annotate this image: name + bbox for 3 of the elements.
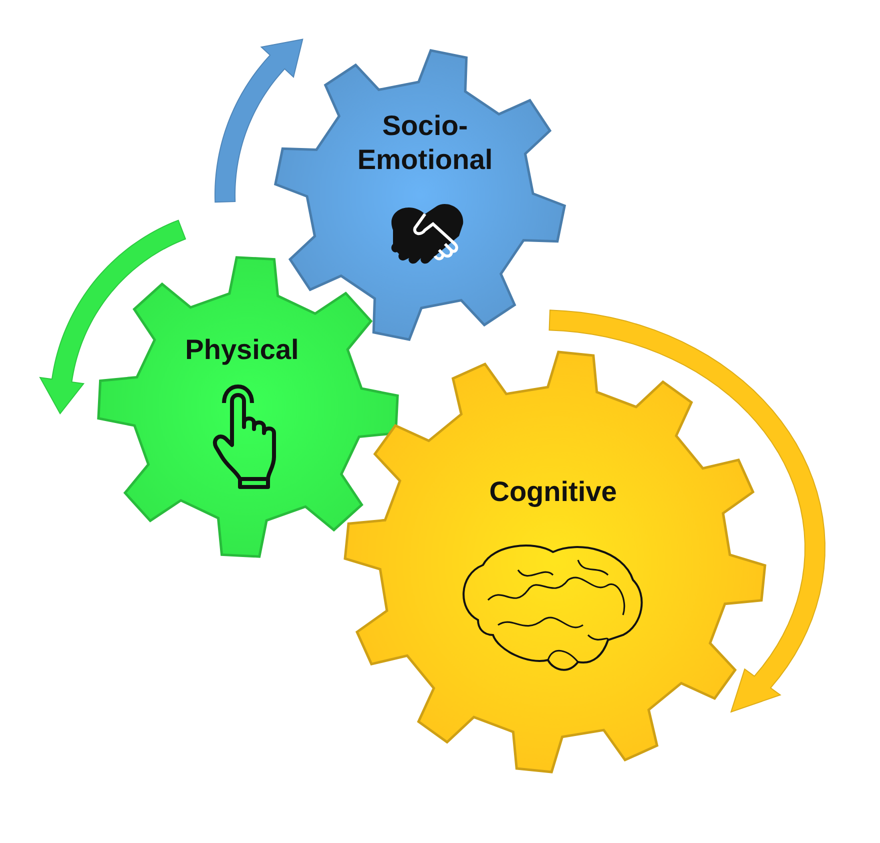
gear-label: Cognitive (488, 475, 618, 509)
gear-label: Physical (184, 333, 300, 367)
gear-label: Socio- Emotional (356, 109, 494, 176)
